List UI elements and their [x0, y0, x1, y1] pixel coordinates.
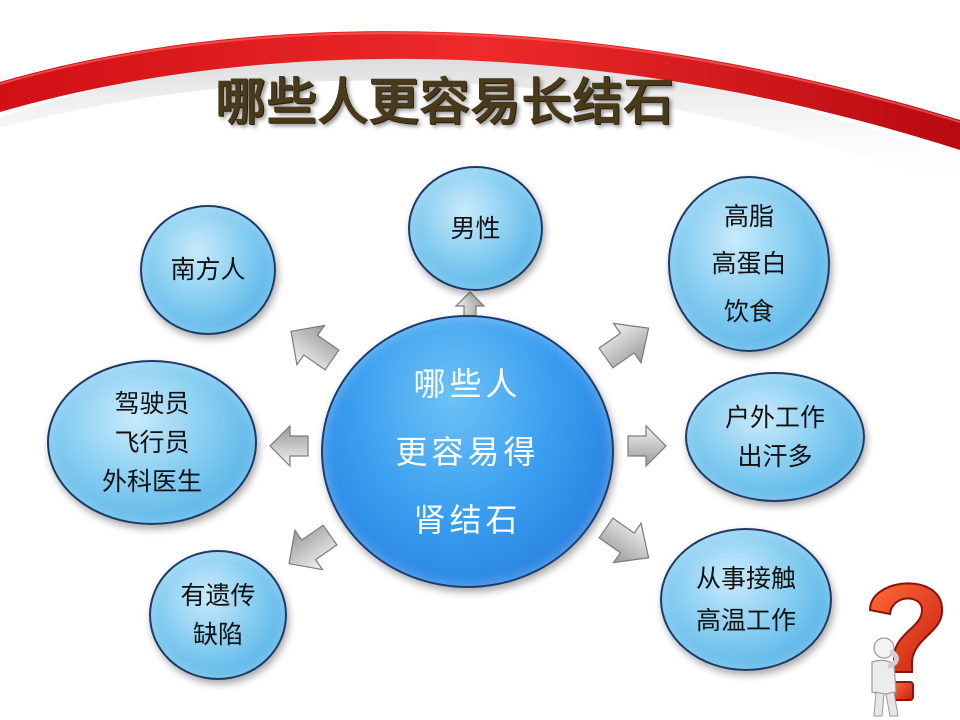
arrow-left-icon	[269, 424, 309, 468]
bubble-line: 南方人	[170, 255, 246, 285]
bubble-line: 有遗传	[180, 580, 256, 610]
bubble-line: 高脂	[723, 202, 774, 232]
bubble-line: 缺陷	[192, 620, 243, 649]
bubble-line: 高温工作	[695, 605, 796, 635]
thinking-person-icon	[868, 582, 944, 717]
bubble-line: 飞行员	[114, 427, 190, 457]
bubble-high-temp-work: 从事接触 高温工作	[660, 528, 832, 671]
header-swoosh	[0, 0, 960, 190]
bubble-line: 高蛋白	[711, 249, 787, 279]
bubble-line: 男性	[450, 213, 501, 243]
center-line: 肾结石	[413, 500, 522, 539]
arrow-up-icon	[454, 291, 486, 317]
center-line: 更容易得	[395, 432, 540, 471]
arrow-right-icon	[627, 424, 667, 468]
bubble-line: 从事接触	[695, 564, 796, 594]
bubble-genetic-defect: 有遗传 缺陷	[149, 550, 287, 680]
bubble-line: 驾驶员	[114, 388, 190, 418]
arrow-lower-right-icon	[598, 517, 650, 564]
bubble-line: 户外工作	[724, 402, 825, 432]
bubble-male: 男性	[408, 166, 543, 291]
bubble-southerners: 南方人	[140, 205, 276, 335]
arrow-upper-left-icon	[290, 324, 340, 371]
arrow-upper-right-icon	[598, 322, 650, 369]
page-title: 哪些人更容易长结石	[215, 72, 675, 131]
bubble-occupations: 驾驶员 飞行员 外科医生	[47, 360, 257, 525]
bubble-line: 外科医生	[101, 467, 202, 497]
bubble-line: 出汗多	[737, 442, 813, 471]
bubble-high-fat-diet: 高脂 高蛋白 饮食	[668, 176, 830, 352]
arrow-lower-left-icon	[288, 524, 338, 571]
question-mark-icon	[868, 582, 944, 701]
center-bubble: 哪些人 更容易得 肾结石	[321, 315, 614, 588]
bubble-line: 饮食	[723, 296, 774, 326]
center-line: 哪些人	[413, 364, 522, 403]
bubble-outdoor-work: 户外工作 出汗多	[685, 372, 865, 502]
